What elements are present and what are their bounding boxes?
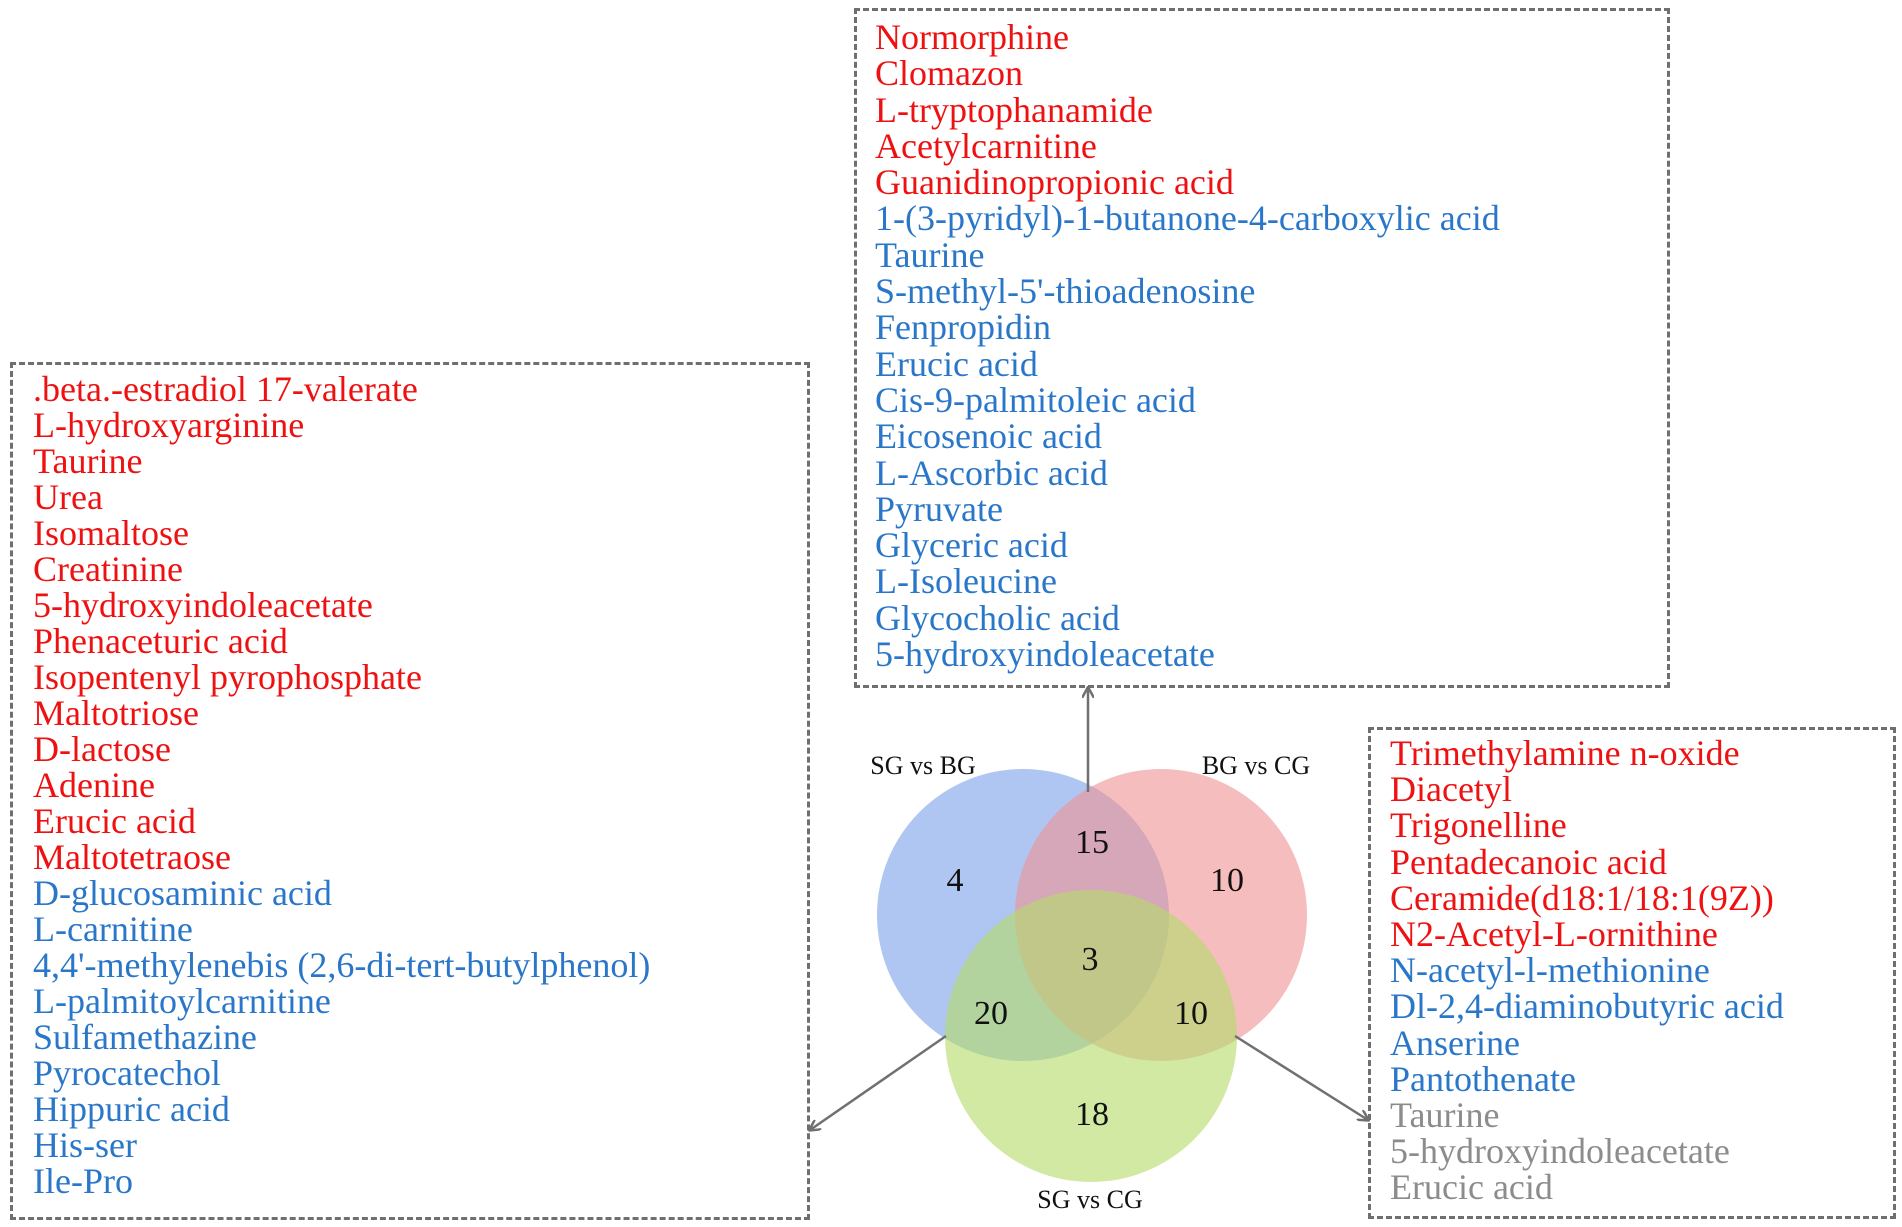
metabolite-item: Dl-2,4-diaminobutyric acid	[1390, 986, 1784, 1027]
metabolite-item: L-hydroxyarginine	[33, 405, 305, 445]
metabolite-item: L-palmitoylcarnitine	[33, 981, 331, 1021]
metabolite-item: Clomazon	[875, 53, 1023, 94]
metabolite-item: Erucic acid	[1390, 1167, 1553, 1208]
metabolite-item: Eicosenoic acid	[875, 416, 1102, 457]
metabolite-item: N-acetyl-l-methionine	[1390, 950, 1710, 991]
metabolite-item: Maltotriose	[33, 693, 199, 733]
metabolite-item: Taurine	[1390, 1095, 1500, 1136]
count-sg-bg-and-bg-cg: 15	[1075, 824, 1109, 861]
metabolite-item: D-lactose	[33, 729, 171, 769]
circle-sg-vs-cg	[945, 890, 1237, 1182]
metabolite-item: L-carnitine	[33, 909, 193, 949]
metabolite-item: Sulfamethazine	[33, 1017, 257, 1057]
metabolite-item: Fenpropidin	[875, 307, 1051, 348]
metabolite-item: L-Ascorbic acid	[875, 452, 1108, 493]
metabolite-item: Creatinine	[33, 549, 183, 589]
metabolite-item: S-methyl-5'-thioadenosine	[875, 271, 1256, 312]
metabolite-item: Phenaceturic acid	[33, 621, 288, 661]
metabolite-item: Maltotetraose	[33, 837, 231, 877]
metabolite-item: Normorphine	[875, 17, 1069, 57]
metabolite-item: Ile-Pro	[33, 1161, 133, 1201]
metabolite-item: Pyrocatechol	[33, 1053, 221, 1093]
count-sg-bg-only: 4	[947, 862, 964, 899]
set-label-sg-vs-cg: SG vs CG	[1037, 1185, 1142, 1214]
count-bg-cg-only: 10	[1210, 862, 1244, 899]
metabolite-item: D-glucosaminic acid	[33, 873, 332, 913]
metabolite-item: Pyruvate	[875, 488, 1003, 529]
metabolite-item: Trimethylamine n-oxide	[1390, 733, 1740, 773]
set-label-bg-vs-cg: BG vs CG	[1202, 751, 1310, 780]
metabolite-item: Urea	[33, 477, 103, 517]
metabolite-item: Erucic acid	[33, 801, 196, 841]
metabolite-item: 5-hydroxyindoleacetate	[875, 634, 1215, 675]
metabolite-item: Cis-9-palmitoleic acid	[875, 379, 1196, 420]
metabolite-item: 4,4'-methylenebis (2,6-di-tert-butylphen…	[33, 945, 651, 985]
metabolite-item: Acetylcarnitine	[875, 125, 1097, 166]
metabolite-item: Glyceric acid	[875, 525, 1068, 566]
metabolite-item: His-ser	[33, 1125, 137, 1165]
metabolite-item: Diacetyl	[1390, 769, 1512, 810]
metabolite-item: Trigonelline	[1390, 805, 1567, 846]
metabolite-item: Ceramide(d18:1/18:1(9Z))	[1390, 877, 1774, 918]
count-sg-cg-only: 18	[1075, 1096, 1109, 1133]
metabolite-item: N2-Acetyl-L-ornithine	[1390, 914, 1718, 955]
metabolite-item: Taurine	[33, 441, 143, 481]
set-label-sg-vs-bg: SG vs BG	[870, 751, 975, 780]
metabolite-item: Erucic acid	[875, 343, 1038, 384]
arrow-to-left-list	[810, 1034, 947, 1130]
metabolite-item: Guanidinopropionic acid	[875, 162, 1234, 203]
metabolite-item: L-Isoleucine	[875, 561, 1057, 602]
metabolite-item: Hippuric acid	[33, 1089, 230, 1129]
metabolite-item: Isopentenyl pyrophosphate	[33, 657, 422, 697]
metabolite-item: 5-hydroxyindoleacetate	[33, 585, 373, 625]
metabolite-item: Anserine	[1390, 1022, 1520, 1063]
metabolite-item: L-tryptophanamide	[875, 89, 1153, 130]
count-sg-bg-and-sg-cg: 20	[974, 995, 1008, 1032]
metabolite-item: 5-hydroxyindoleacetate	[1390, 1131, 1730, 1172]
arrow-to-right-list	[1234, 1034, 1368, 1120]
metabolite-item: Pentadecanoic acid	[1390, 841, 1667, 882]
metabolite-item: Isomaltose	[33, 513, 189, 553]
metabolite-item: 1-(3-pyridyl)-1-butanone-4-carboxylic ac…	[875, 198, 1500, 239]
metabolite-item: Pantothenate	[1390, 1058, 1576, 1099]
metabolite-item: Glycocholic acid	[875, 597, 1120, 638]
count-bg-cg-and-sg-cg: 10	[1174, 995, 1208, 1032]
count-all-three: 3	[1082, 941, 1099, 978]
metabolite-item: .beta.-estradiol 17-valerate	[33, 369, 418, 409]
metabolite-item: Taurine	[875, 234, 985, 275]
metabolite-item: Adenine	[33, 765, 155, 805]
